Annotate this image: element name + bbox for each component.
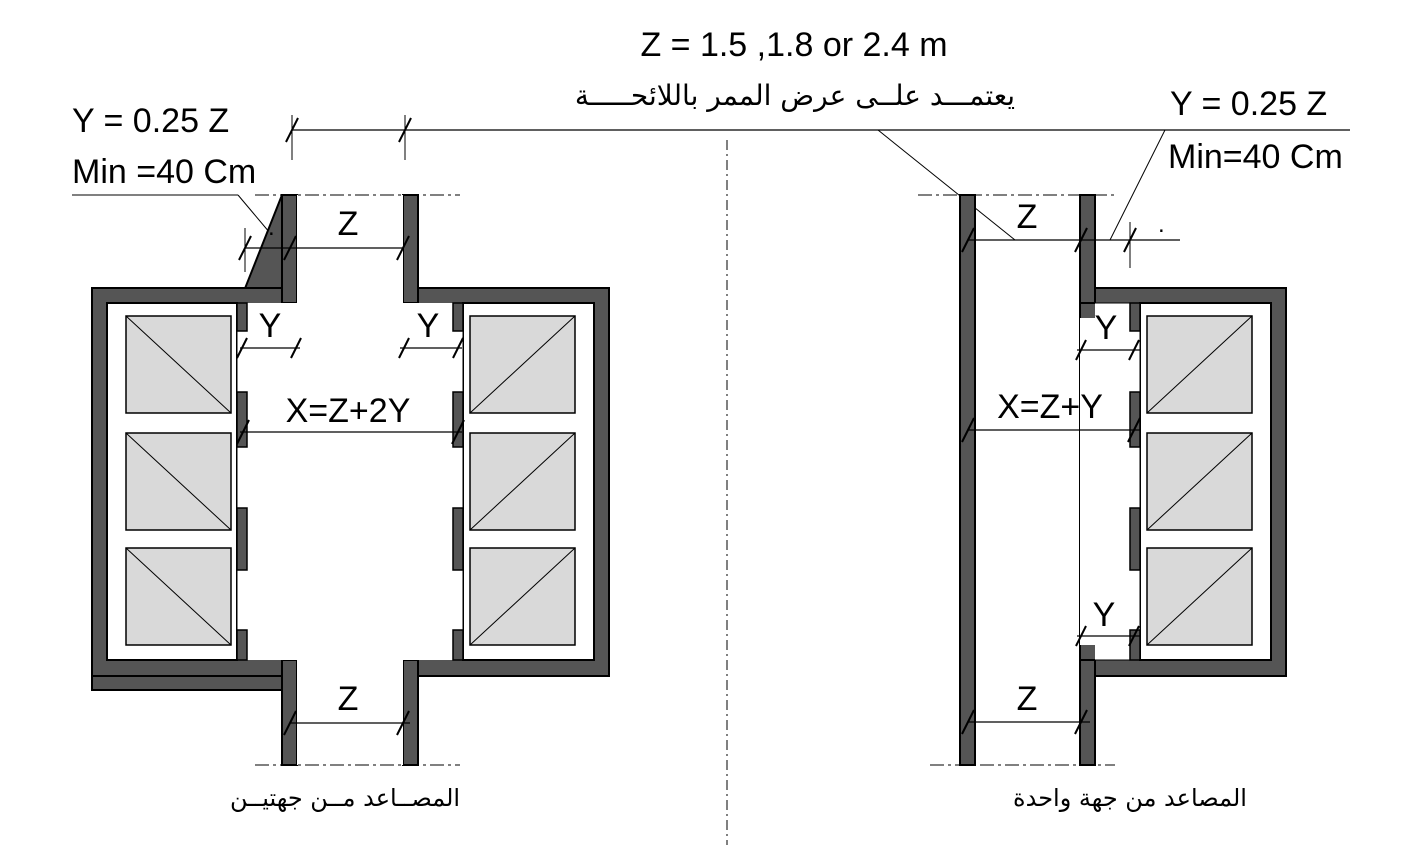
y-left-label: Y = 0.25 Z: [72, 102, 229, 140]
z-label-top-right: Z: [1017, 198, 1038, 236]
x-two-sides-label: X=Z+2Y: [286, 392, 411, 430]
door-post-left-3: [236, 507, 248, 571]
one-side-y-label-lower: Y: [1093, 596, 1116, 634]
ox-tick-l: [961, 417, 975, 443]
oyl-tick-2: [1128, 625, 1140, 647]
car-diagonal-left-1: [125, 315, 232, 414]
x-one-side-label: X=Z+Y: [997, 388, 1103, 426]
car-diagonal-left-2: [125, 432, 232, 531]
door-post-left-4: [236, 629, 248, 661]
car-diagonal-right-1: [469, 315, 576, 414]
z-tick-3: [396, 235, 410, 261]
door-post-left-2: [236, 391, 248, 448]
y-tick-r1: [398, 337, 410, 359]
oy-tick-1: [1075, 339, 1087, 361]
layout-one-side: Z . Y X=Z+Y Y Z المصاعد من جهة واحدة: [918, 194, 1287, 812]
caption-one-side: المصاعد من جهة واحدة: [1013, 784, 1247, 812]
layout-two-sides: Z . Y Y X=Z+2Y Z المصــاعد مــن جهتيــن: [91, 194, 610, 812]
y-label-left: Y: [259, 307, 282, 345]
y-right-label: Y = 0.25 Z: [1170, 85, 1327, 123]
zb-tick-2: [396, 710, 410, 736]
one-side-car-diag-3: [1146, 547, 1253, 646]
door-post-right-2: [452, 391, 464, 448]
one-side-gap-fix-bottom: [1095, 645, 1140, 660]
car-diagonal-right-2: [469, 432, 576, 531]
one-side-upper-wall: [1079, 194, 1096, 304]
caption-two-sides: المصــاعد مــن جهتيــن: [230, 784, 460, 812]
min-left-label: Min =40 Cm: [72, 153, 256, 191]
oy-tick-2: [1128, 339, 1140, 361]
min-right-label: Min=40 Cm: [1168, 138, 1343, 176]
dot-right: .: [1158, 211, 1165, 238]
door-post-left-1: [236, 302, 248, 332]
ox-tick-r: [1127, 417, 1141, 443]
x-tick-l: [236, 419, 250, 445]
y-label-right: Y: [417, 307, 440, 345]
y-tick-l1: [236, 337, 248, 359]
z-label-bottom-right: Z: [1017, 680, 1038, 718]
door-post-right-1: [452, 302, 464, 332]
one-side-car-diag-1: [1146, 315, 1253, 414]
leader-center: [877, 129, 1016, 241]
z-label-top-left: Z: [338, 205, 359, 243]
y-tick-r2: [452, 337, 464, 359]
one-side-car-diag-2: [1146, 432, 1253, 531]
corridor-wall-top-right: [402, 194, 419, 304]
oyl-tick-1: [1075, 625, 1087, 647]
arabic-caption-label: يعتمـــد علــى عرض الممر باللائحـــــة: [575, 79, 1015, 112]
z-label-bottom-left: Z: [338, 680, 359, 718]
corridor-interior-mid: [237, 303, 463, 660]
corridor-wall-bottom-right: [402, 659, 419, 766]
zbr-tick-1: [961, 709, 975, 735]
car-diagonal-left-3: [125, 547, 232, 646]
x-tick-r: [451, 419, 465, 445]
zr-tick-2: [1074, 227, 1088, 253]
one-side-lower-wall: [1079, 659, 1096, 766]
door-post-right-3: [452, 507, 464, 571]
z-formula-label: Z = 1.5 ,1.8 or 2.4 m: [640, 26, 947, 64]
one-side-gap-fix-top: [1095, 303, 1140, 318]
door-post-right-4: [452, 629, 464, 661]
dot-left: .: [268, 214, 275, 241]
leader-left-slant: [237, 194, 271, 234]
car-diagonal-right-3: [469, 547, 576, 646]
one-side-corridor-wall: [959, 194, 976, 766]
one-side-y-label-upper: Y: [1095, 309, 1118, 347]
zb-tick-1: [283, 710, 297, 736]
one-side-post-1: [1129, 302, 1141, 332]
zbr-tick-2: [1074, 709, 1088, 735]
zr-tick-1: [961, 227, 975, 253]
z-tick-2: [283, 235, 297, 261]
leader-right: [1109, 129, 1166, 241]
y-tick-l2: [290, 337, 302, 359]
one-side-block-gap: [1080, 318, 1140, 645]
one-side-post-3: [1129, 507, 1141, 571]
